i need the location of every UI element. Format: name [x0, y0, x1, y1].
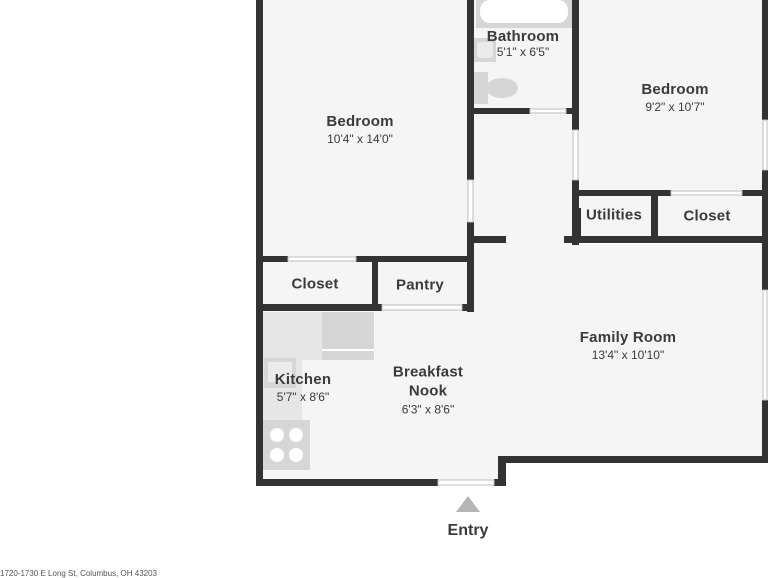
refrigerator: [322, 312, 374, 360]
room-label-bedroom-left: Bedroom 10'4" x 14'0": [326, 112, 394, 147]
entry-label: Entry: [447, 522, 489, 539]
bathtub: [476, 0, 572, 28]
room-label-breakfast-nook: Breakfast Nook 6'3" x 8'6": [392, 363, 464, 416]
address-footer: 1720-1730 E Long St, Columbus, OH 43203: [0, 569, 157, 578]
kitchen-sink: [264, 358, 296, 388]
room-label-utilities: Utilities: [586, 206, 642, 224]
openings: [287, 108, 768, 486]
room-label-bedroom-right: Bedroom 9'2" x 10'7": [641, 80, 709, 115]
entry-arrow-icon: [456, 496, 480, 512]
room-label-family-room: Family Room 13'4" x 10'10": [579, 328, 677, 363]
toilet: [474, 72, 518, 104]
room-label-closet-left: Closet: [291, 275, 339, 293]
room-label-pantry: Pantry: [396, 276, 444, 294]
room-label-bathroom: Bathroom 5'1" x 6'5": [486, 27, 560, 60]
walls: [256, 0, 768, 486]
bathroom-sink: [474, 38, 496, 62]
room-label-closet-right: Closet: [683, 207, 731, 225]
room-label-kitchen: Kitchen 5'7" x 8'6": [274, 370, 332, 405]
stove: [262, 420, 310, 470]
